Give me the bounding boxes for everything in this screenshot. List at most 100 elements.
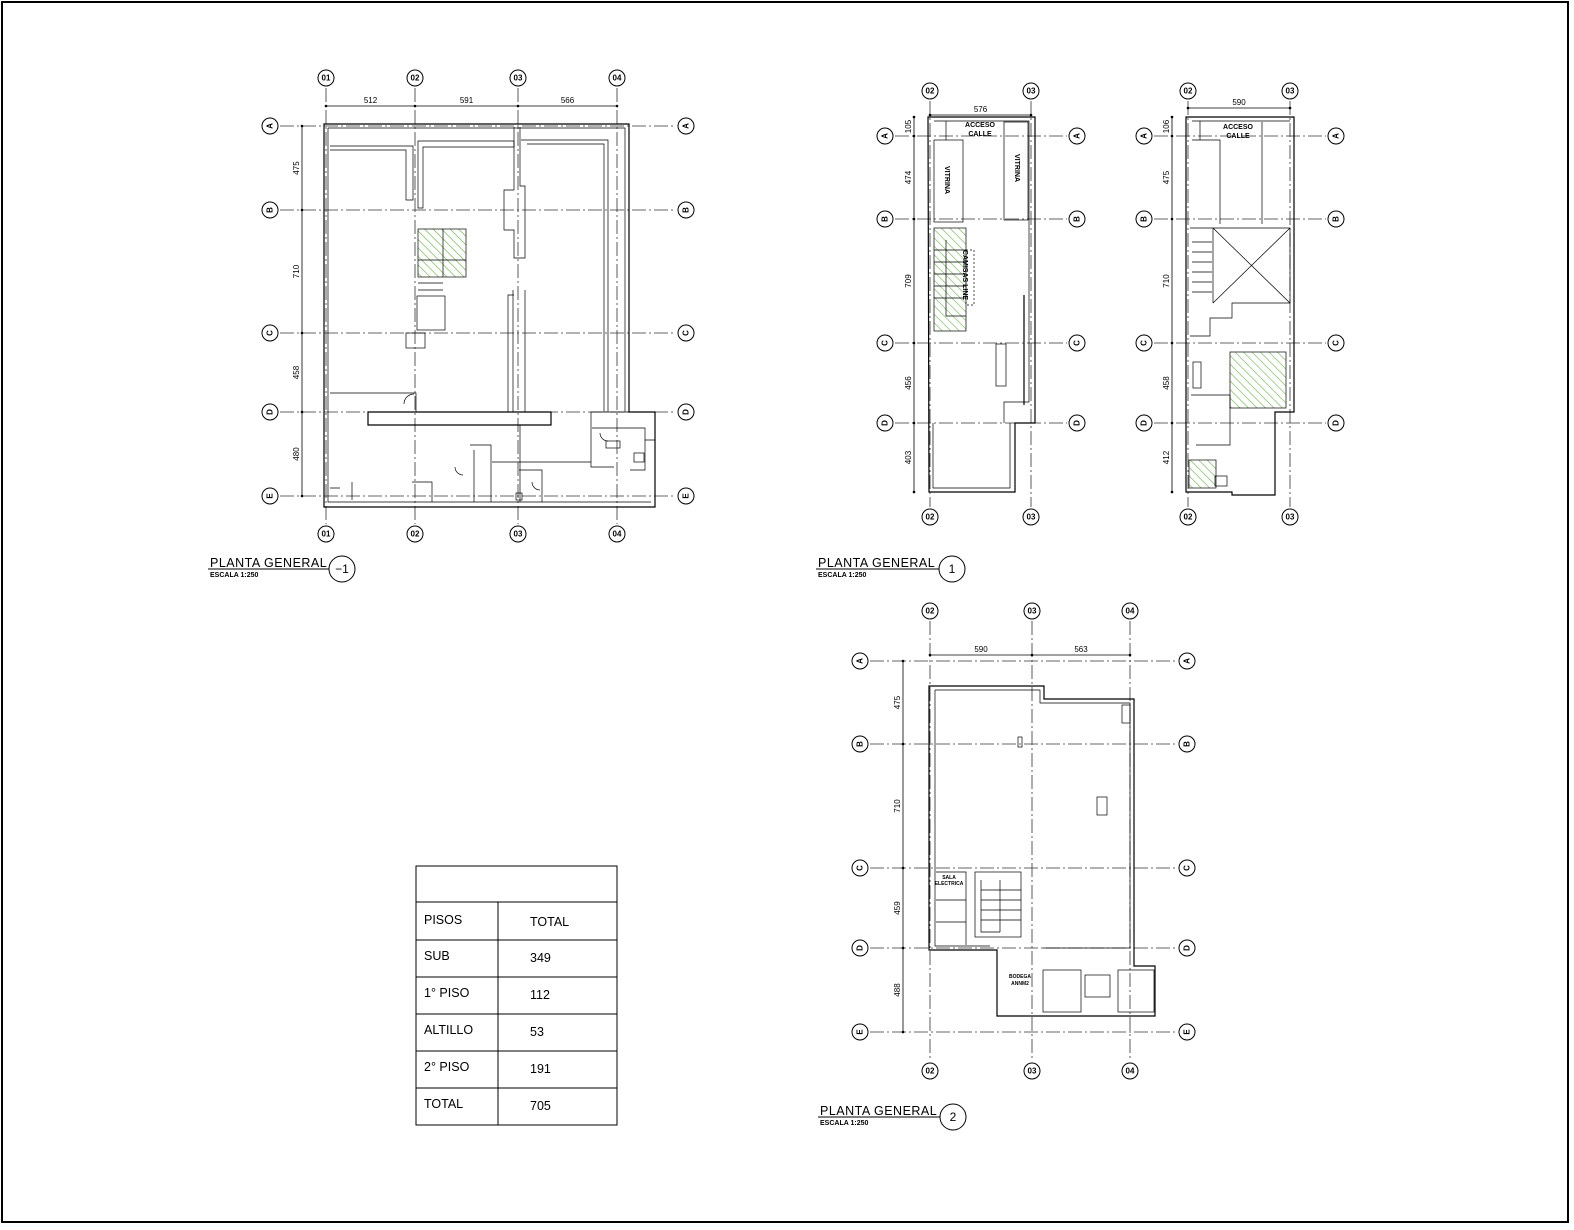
- grid-bubble-col: [406, 525, 424, 543]
- dimension-tick: [1030, 653, 1034, 657]
- grid-label-row: A: [856, 658, 865, 664]
- grid-label-col: 02: [926, 1067, 935, 1076]
- grid-bubble-row: [261, 117, 279, 135]
- dimension-tick: [912, 341, 916, 345]
- dimension-tick: [324, 104, 328, 108]
- grid-bubble-col: [1023, 1062, 1041, 1080]
- plan-2-walls: [928, 685, 1156, 1017]
- stair-hatch: [1229, 351, 1287, 409]
- grid-bubble-row: [1178, 859, 1196, 877]
- stairs: [974, 871, 1022, 938]
- dimension-tick: [912, 115, 916, 119]
- grid-label-col: 02: [411, 530, 420, 539]
- grid-label-row: C: [266, 330, 275, 336]
- grid-label-col: 01: [322, 74, 331, 83]
- grid-label-row: C: [1332, 340, 1341, 346]
- dimension-label: 591: [460, 96, 474, 105]
- grid-bubble-row: [851, 859, 869, 877]
- grid-bubble-row: [1068, 334, 1086, 352]
- table-cell-floor: SUB: [424, 949, 450, 963]
- table-cell-floor: 2° PISO: [424, 1060, 470, 1074]
- grid-bubble-col: [921, 1062, 939, 1080]
- grid-label-row: C: [856, 865, 865, 871]
- dimension-label: 512: [364, 96, 378, 105]
- grid-label-row: A: [1183, 658, 1192, 664]
- grid-label-col: 03: [1027, 513, 1036, 522]
- dimension-label: 480: [292, 447, 301, 461]
- dimension-tick: [901, 866, 905, 870]
- stair-hatch: [417, 228, 467, 278]
- title-plan-2: PLANTA GENERAL ESCALA 1:250 2: [818, 1103, 967, 1131]
- plan-title: PLANTA GENERAL: [210, 556, 327, 570]
- dimension-tick: [615, 104, 619, 108]
- grid-bubble-col: [317, 69, 335, 87]
- dimension-tick: [1288, 106, 1292, 110]
- grid-bubble-row: [1327, 334, 1345, 352]
- grid-label-col: 04: [613, 74, 622, 83]
- dimension-tick: [912, 134, 916, 138]
- grid-bubble-col: [921, 82, 939, 100]
- grid-bubble-row: [1068, 210, 1086, 228]
- plan-2-labels: SALA ELECTRICA BODEGA ANNM2: [935, 875, 1032, 987]
- grid-label-row: D: [1073, 420, 1082, 426]
- grid-bubble-col: [1281, 82, 1299, 100]
- access-label: ACCESO: [965, 122, 996, 129]
- dimension-label: 590: [1232, 98, 1246, 107]
- vitrina-1: [933, 139, 964, 223]
- dimension-label: 576: [974, 105, 988, 114]
- grid-label-row: C: [1183, 865, 1192, 871]
- dimension-label: 474: [904, 170, 913, 184]
- grid-bubble-col: [1179, 82, 1197, 100]
- plan-altillo-walls: [1185, 116, 1295, 496]
- grid-bubble-row: [1178, 652, 1196, 670]
- dimension-tick: [300, 208, 304, 212]
- grid-bubble-row: [261, 487, 279, 505]
- plan-1-walls: [927, 116, 1036, 493]
- grid-label-row: D: [1332, 420, 1341, 426]
- dimension-label: 488: [893, 983, 902, 997]
- grid-bubble-row: [876, 127, 894, 145]
- grid-bubble-col: [921, 508, 939, 526]
- grid-label-row: B: [682, 207, 691, 213]
- grid-bubble-row: [876, 334, 894, 352]
- grid-label-row: D: [881, 420, 890, 426]
- grid-label-col: 02: [1184, 87, 1193, 96]
- grid-label-col: 03: [514, 74, 523, 83]
- dimension-tick: [1128, 653, 1132, 657]
- plan-scale: ESCALA 1:250: [210, 572, 258, 579]
- plan-minus1-walls: [323, 123, 656, 508]
- dimension-tick: [1170, 341, 1174, 345]
- grid-bubble-row: [261, 324, 279, 342]
- grid-label-row: C: [881, 340, 890, 346]
- vitrina-label: VITRINA: [1013, 154, 1020, 182]
- grid-label-row: E: [856, 1029, 865, 1035]
- grid-label-row: B: [1140, 216, 1149, 222]
- dimension-label: 710: [893, 799, 902, 813]
- dimension-tick: [901, 946, 905, 950]
- grid-label-row: E: [1183, 1029, 1192, 1035]
- grid-bubble-col: [1281, 508, 1299, 526]
- dimension-tick: [1170, 421, 1174, 425]
- dimension-label: 475: [893, 695, 902, 709]
- dimension-label: 475: [1162, 170, 1171, 184]
- grid-label-row: A: [266, 123, 275, 129]
- grid-label-col: 01: [322, 530, 331, 539]
- dimension-label: 458: [1162, 376, 1171, 390]
- level-label: 1: [949, 562, 956, 576]
- grid-label-row: A: [881, 133, 890, 139]
- plan-altillo-labels: ACCESO CALLE: [1223, 124, 1254, 140]
- grid-label-col: 02: [926, 607, 935, 616]
- dimension-label: 590: [974, 645, 988, 654]
- grid-label-row: A: [1332, 133, 1341, 139]
- grid-label-row: A: [682, 123, 691, 129]
- dimension-label: 456: [904, 376, 913, 390]
- grid-bubble-row: [677, 403, 695, 421]
- grid-label-row: B: [266, 207, 275, 213]
- table-cell-total: 53: [530, 1025, 544, 1039]
- dimension-tick: [901, 1030, 905, 1034]
- plan-scale: ESCALA 1:250: [820, 1120, 868, 1127]
